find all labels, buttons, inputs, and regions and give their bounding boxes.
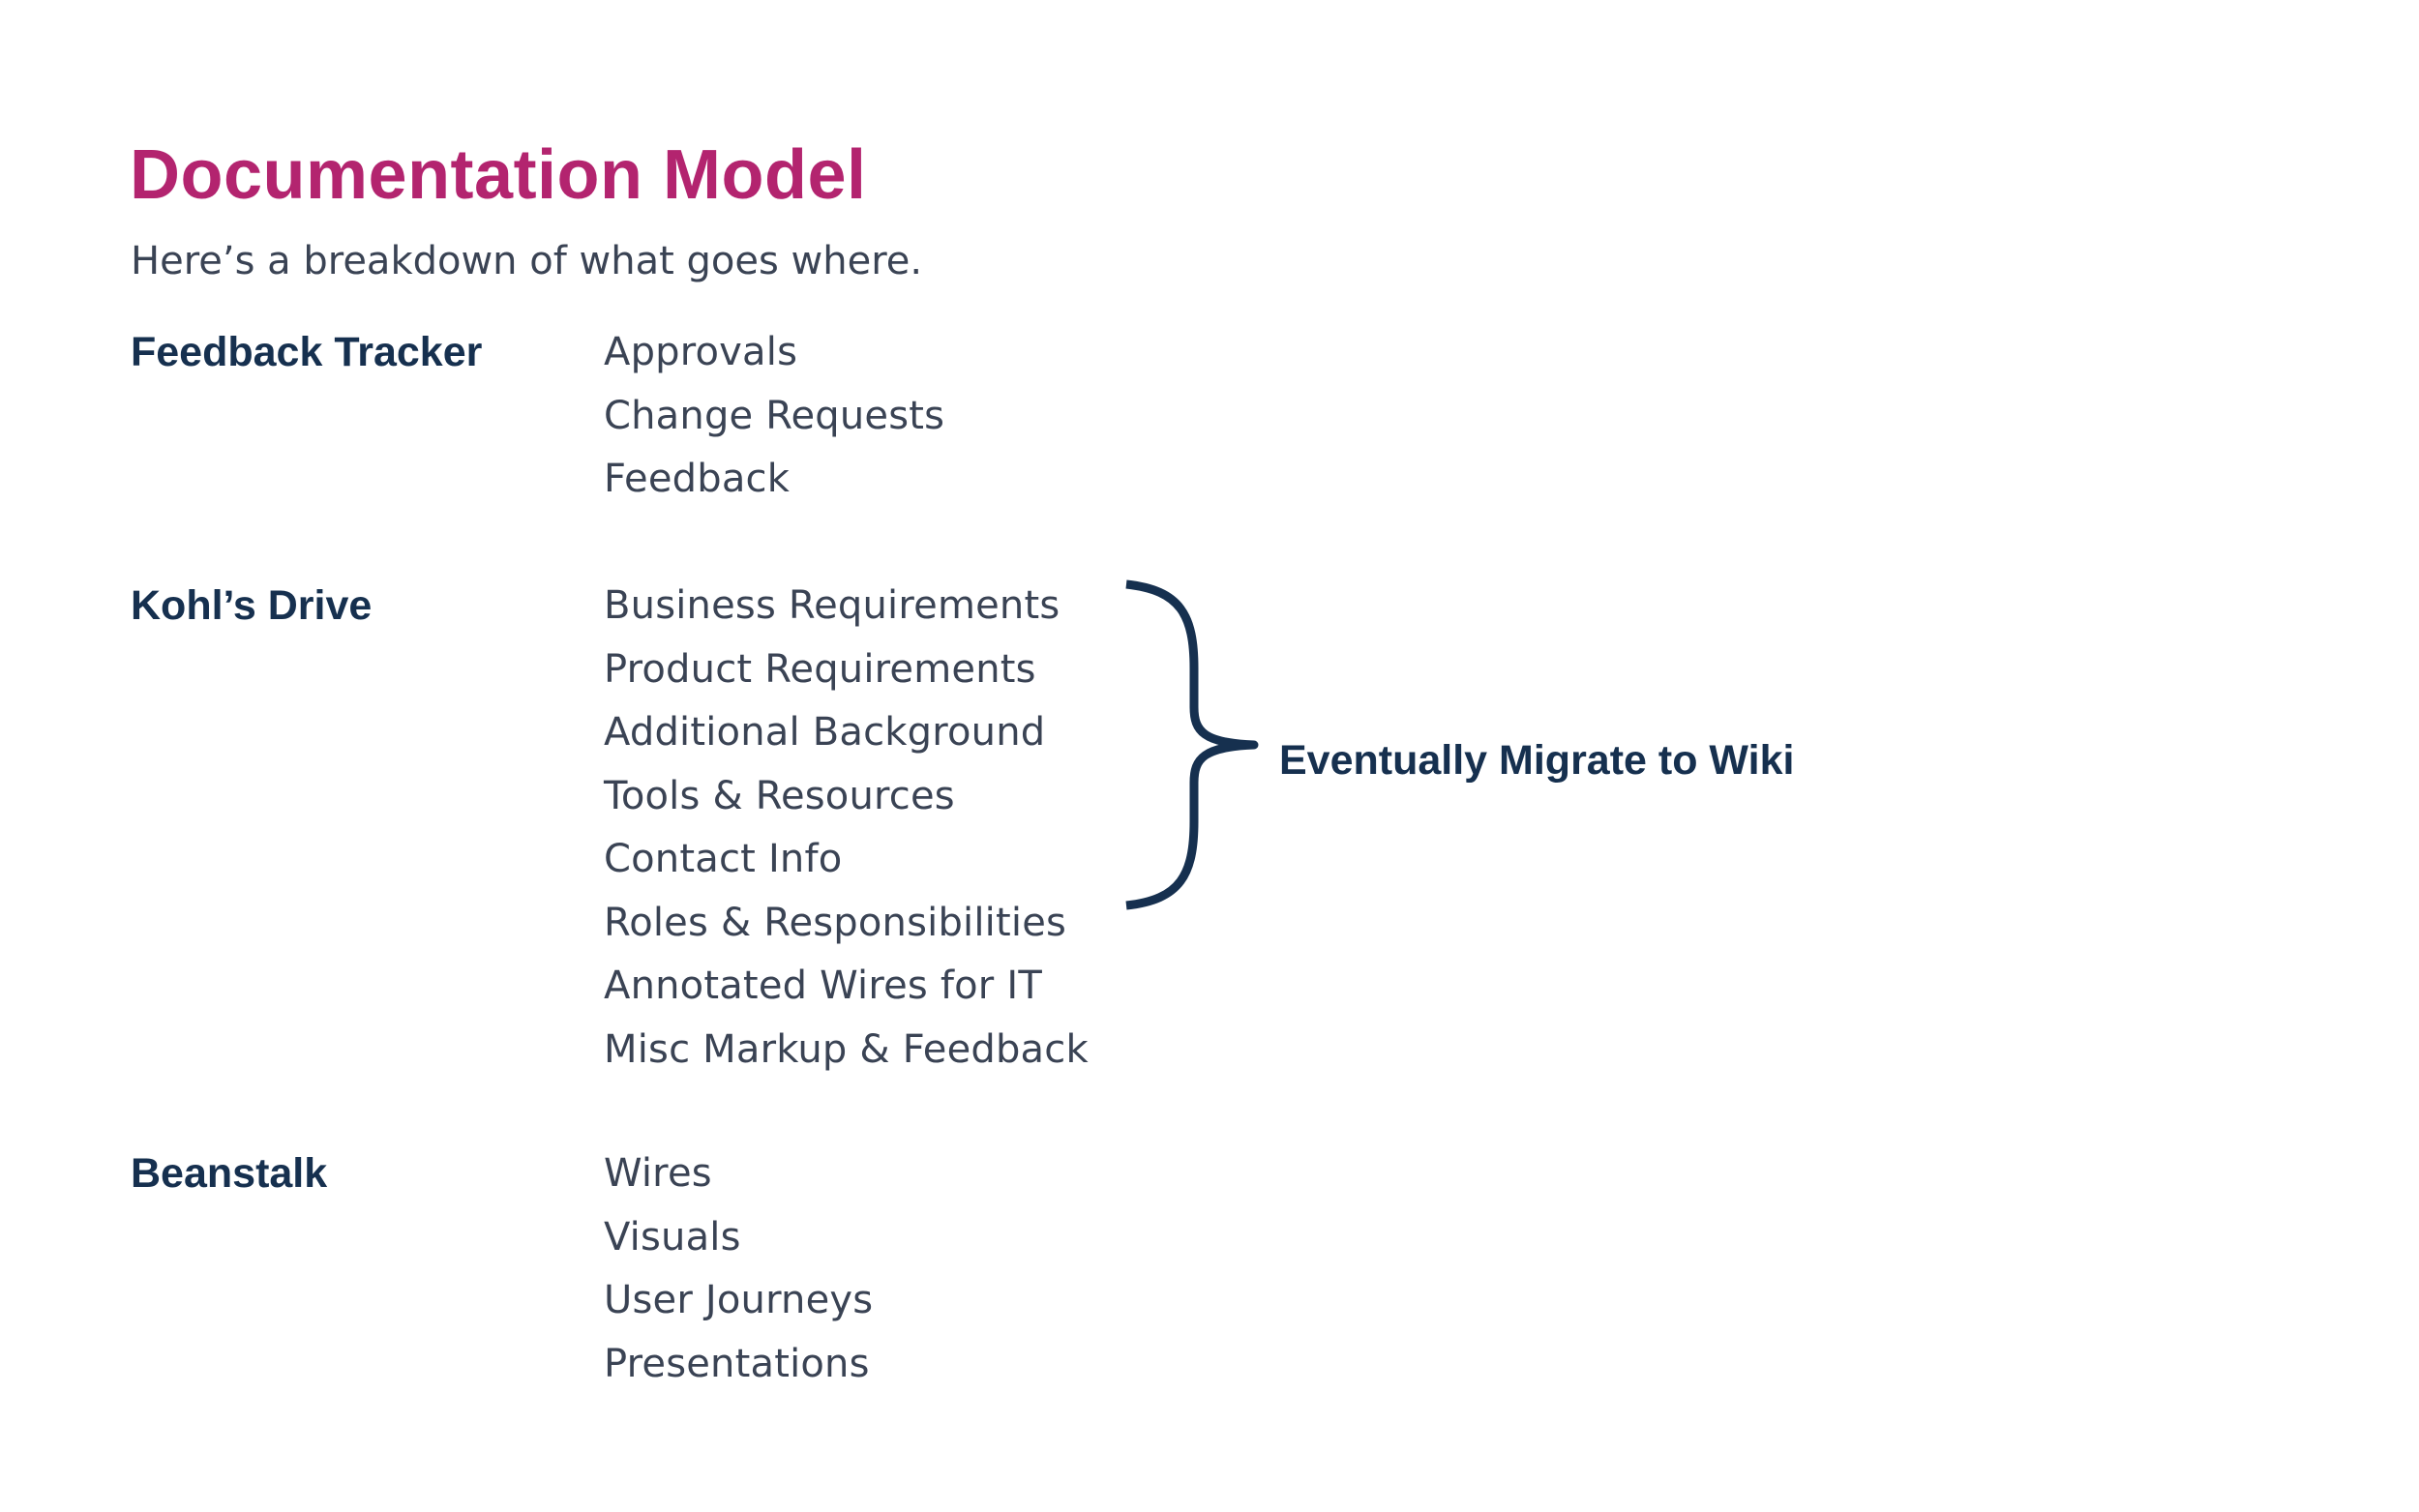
list-item: Annotated Wires for IT — [604, 964, 1042, 1008]
list-item: Misc Markup & Feedback — [604, 1026, 1089, 1072]
list-item: Product Requirements — [604, 646, 1036, 692]
section-list-feedback-tracker: Approvals Change Requests Feedback — [604, 321, 944, 512]
page-subtitle: Here’s a breakdown of what goes where. — [131, 239, 923, 283]
list-item: Contact Info — [604, 837, 843, 881]
list-item: Tools & Resources — [604, 773, 955, 818]
list-item: Approvals — [604, 330, 798, 374]
list-item: Visuals — [604, 1214, 741, 1260]
list-item: Roles & Responsibilities — [604, 900, 1067, 945]
list-item: Feedback — [604, 457, 791, 501]
list-item: Change Requests — [604, 393, 945, 438]
section-list-kohls-drive: Business Requirements Product Requiremen… — [604, 575, 1089, 1082]
section-label-feedback-tracker: Feedback Tracker — [131, 329, 483, 375]
list-item: Presentations — [604, 1341, 870, 1386]
page-title: Documentation Model — [130, 136, 867, 214]
section-label-beanstalk: Beanstalk — [131, 1150, 328, 1197]
curly-brace-icon — [1125, 579, 1259, 910]
section-list-beanstalk: Wires Visuals User Journeys Presentation… — [604, 1142, 873, 1396]
list-item: Business Requirements — [604, 583, 1060, 628]
list-item: Additional Background — [604, 710, 1046, 755]
list-item: User Journeys — [604, 1278, 874, 1322]
list-item: Wires — [604, 1151, 712, 1196]
section-label-kohls-drive: Kohl’s Drive — [131, 582, 373, 629]
migrate-annotation-label: Eventually Migrate to Wiki — [1279, 737, 1795, 784]
